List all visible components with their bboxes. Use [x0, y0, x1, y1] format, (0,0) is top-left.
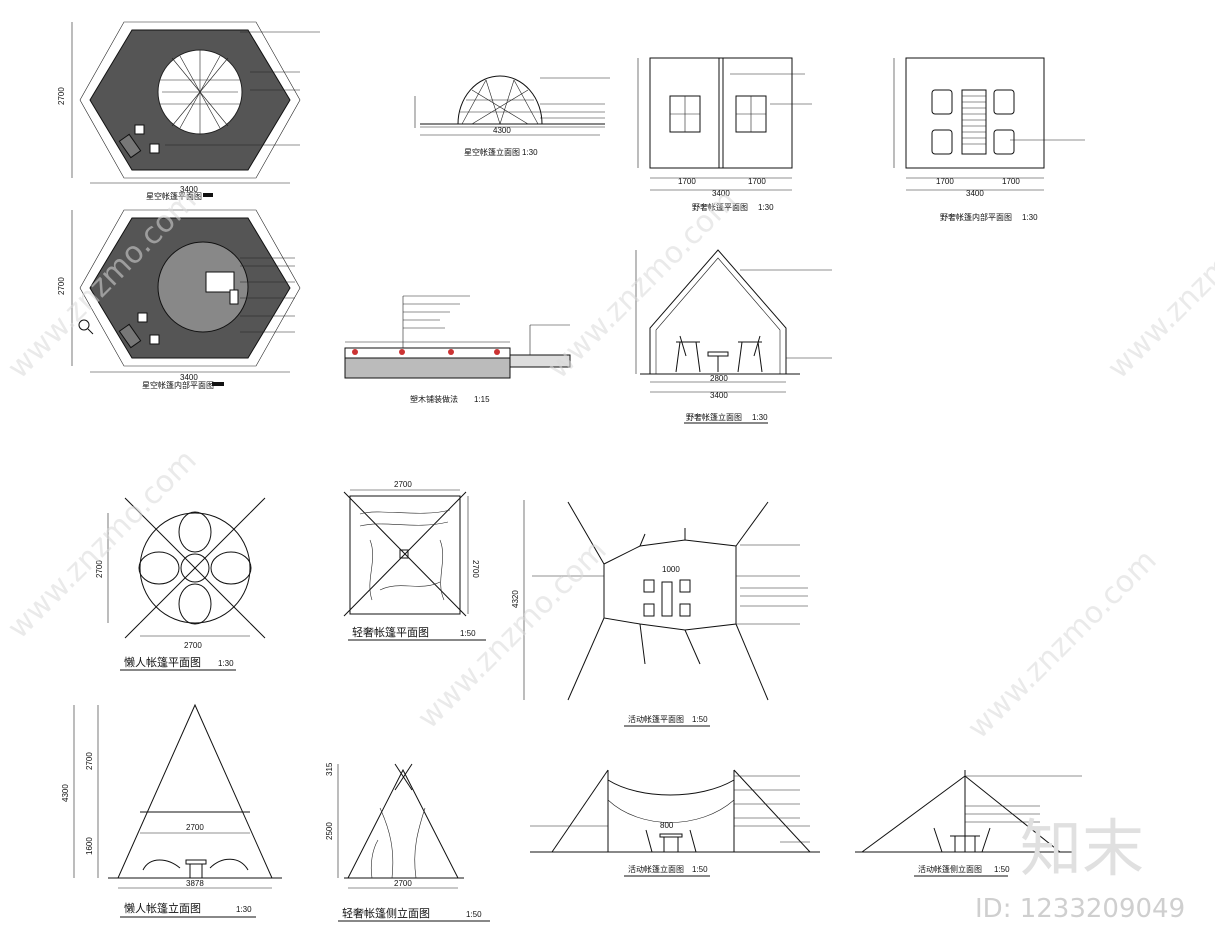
title-act-side: 活动帐篷侧立面图	[918, 864, 982, 874]
activity-tent-plan: 1000 4320 活动帐篷平面图 1:50	[511, 500, 808, 727]
svg-text:2700: 2700	[471, 560, 480, 578]
svg-text:1700: 1700	[936, 177, 954, 186]
svg-text:2700: 2700	[95, 560, 104, 578]
title-lazy-plan: 懒人帐篷平面图	[124, 655, 201, 669]
deck-detail: 塑木铺装做法 1:15	[344, 295, 571, 404]
svg-text:2700: 2700	[85, 752, 94, 770]
title-star-plan: 星空帐篷平面图	[146, 191, 202, 201]
svg-text:2700: 2700	[186, 823, 204, 832]
svg-text:2800: 2800	[710, 374, 728, 383]
svg-text:1700: 1700	[748, 177, 766, 186]
dim-3400: 3400	[180, 185, 198, 194]
svg-text:1600: 1600	[85, 837, 94, 855]
svg-text:2500: 2500	[325, 822, 334, 840]
svg-text:1:30: 1:30	[236, 905, 252, 914]
svg-text:3400: 3400	[710, 391, 728, 400]
svg-text:1:30: 1:30	[218, 659, 234, 668]
svg-text:2700: 2700	[184, 641, 202, 650]
svg-text:4300: 4300	[61, 784, 70, 802]
svg-text:2700: 2700	[57, 277, 66, 295]
svg-text:3878: 3878	[186, 879, 204, 888]
svg-text:3400: 3400	[966, 189, 984, 198]
title-wild-plan: 野奢帐篷平面图	[692, 202, 748, 212]
svg-text:3400: 3400	[712, 189, 730, 198]
title-lux-plan: 轻奢帐篷平面图	[352, 625, 429, 639]
star-tent-inner-plan: 2700 3400 星空帐篷内部平面图	[57, 209, 301, 390]
watermark-url-6: www.znzmo.com	[961, 543, 1164, 746]
dim-3400-b: 3400	[180, 373, 198, 382]
star-tent-elevation: 4300 星空帐篷立面图 1:30	[414, 75, 610, 157]
svg-text:800: 800	[660, 821, 674, 830]
svg-text:1:50: 1:50	[692, 715, 708, 724]
svg-text:2700: 2700	[394, 480, 412, 489]
svg-text:1:30: 1:30	[522, 148, 538, 157]
svg-text:1:50: 1:50	[460, 629, 476, 638]
svg-text:1:30: 1:30	[1022, 213, 1038, 222]
title-star-inner: 星空帐篷内部平面图	[142, 380, 214, 390]
wild-tent-elevation: 2800 3400 野奢帐篷立面图 1:30	[635, 249, 832, 424]
title-lazy-elev: 懒人帐篷立面图	[124, 901, 201, 915]
svg-text:1:50: 1:50	[466, 910, 482, 919]
svg-text:1700: 1700	[1002, 177, 1020, 186]
lux-tent-plan: 2700 2700 轻奢帐篷平面图 1:50	[343, 480, 486, 641]
wild-tent-inner-plan: 1700 1700 3400 野奢帐篷内部平面图 1:30	[893, 57, 1085, 222]
svg-text:1:15: 1:15	[474, 395, 490, 404]
svg-text:4320: 4320	[511, 590, 520, 608]
watermark-url-2: www.znzmo.com	[541, 183, 744, 386]
svg-text:1000: 1000	[662, 565, 680, 574]
activity-tent-side-elevation: 活动帐篷侧立面图 1:50	[855, 770, 1082, 877]
watermark-id: ID: 1233209049	[975, 894, 1185, 924]
svg-text:315: 315	[325, 762, 334, 776]
lazy-tent-plan: 2700 2700 懒人帐篷平面图 1:30	[95, 497, 266, 671]
title-wild-elev: 野奢帐篷立面图	[686, 412, 742, 422]
activity-tent-elevation: 800 活动帐篷立面图 1:50	[530, 769, 820, 877]
title-wild-inner: 野奢帐篷内部平面图	[940, 212, 1012, 222]
svg-text:1700: 1700	[678, 177, 696, 186]
wild-tent-plan: 1700 1700 3400 野奢帐篷平面图 1:30	[637, 57, 812, 212]
svg-text:1:30: 1:30	[758, 203, 774, 212]
svg-text:2700: 2700	[394, 879, 412, 888]
title-deck: 塑木铺装做法	[410, 394, 458, 404]
lazy-tent-elevation: 4300 2700 1600 2700 3878 懒人帐篷立面图 1:30	[61, 703, 282, 918]
svg-text:2700: 2700	[57, 87, 66, 105]
svg-text:4300: 4300	[493, 126, 511, 135]
title-lux-side: 轻奢帐篷侧立面图	[342, 906, 430, 920]
title-act-plan: 活动帐篷平面图	[628, 714, 684, 724]
watermark-logo: 知末	[1020, 812, 1144, 885]
svg-text:1:50: 1:50	[692, 865, 708, 874]
svg-text:1:50: 1:50	[994, 865, 1010, 874]
lux-tent-side-elevation: 315 2500 2700 轻奢帐篷侧立面图 1:50	[325, 762, 490, 922]
watermark-url-4: www.znzmo.com	[1, 443, 204, 646]
title-star-elev: 星空帐篷立面图	[464, 147, 520, 157]
star-tent-plan: 2700 3400 星空帐篷平面图	[57, 21, 320, 201]
svg-text:1:30: 1:30	[752, 413, 768, 422]
watermark-url-3: www.znzmo.com	[1101, 183, 1215, 386]
title-act-elev: 活动帐篷立面图	[628, 864, 684, 874]
